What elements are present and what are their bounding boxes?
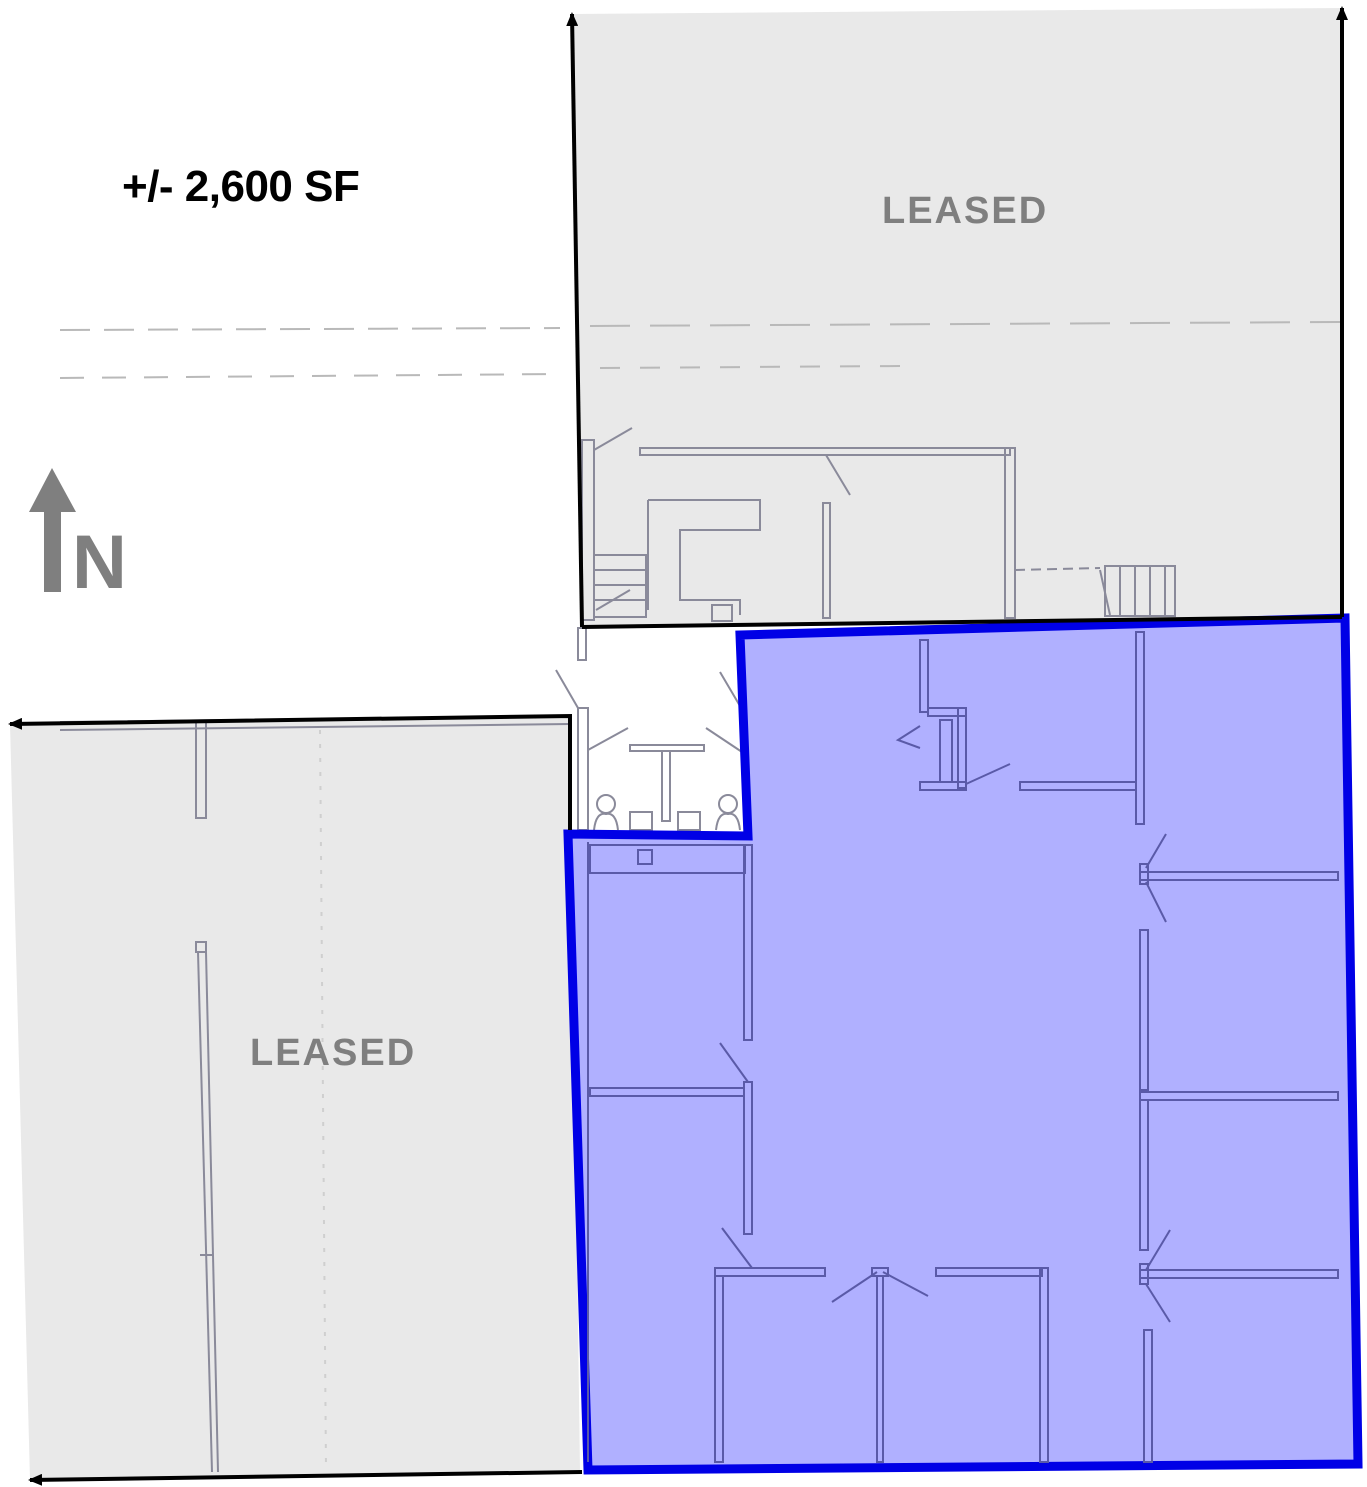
vestibule-walls [555, 627, 743, 831]
leased-label-top: LEASED [882, 190, 1049, 232]
background-plan-lines [59, 321, 1341, 379]
north-arrow-icon [29, 468, 76, 592]
leased-area-left [10, 716, 580, 1480]
area-label: +/- 2,600 SF [122, 162, 360, 211]
north-label: N [72, 520, 127, 605]
top-leased-walls [581, 427, 1176, 622]
available-suite [563, 613, 1363, 1475]
leased-label-left: LEASED [250, 1032, 417, 1074]
available-suite-walls [587, 631, 1339, 1463]
leased-area-top [572, 8, 1342, 627]
lease-boundary-lines [8, 6, 1348, 1486]
